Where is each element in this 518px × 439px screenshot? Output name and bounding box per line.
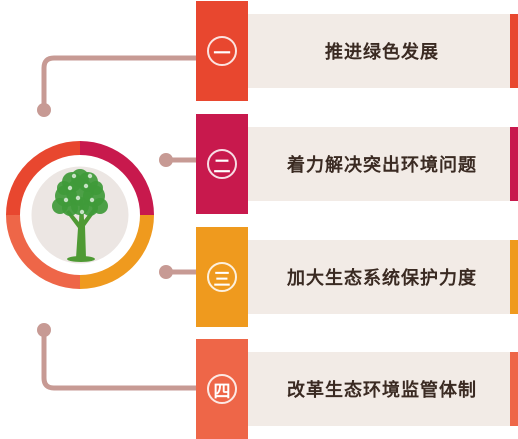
step-item: 三 加大生态系统保护力度 <box>196 227 518 327</box>
step-number-tab: 三 <box>196 227 248 327</box>
ring-segment <box>6 141 81 216</box>
connector-dot <box>159 153 173 167</box>
tree-highlight <box>67 185 73 191</box>
step-label: 加大生态系统保护力度 <box>287 268 477 289</box>
connector-dot <box>37 103 51 117</box>
ring-segment <box>6 214 81 289</box>
tree-highlight <box>79 209 85 215</box>
step-item: 二 着力解决突出环境问题 <box>196 114 518 214</box>
tree-foliage <box>89 181 103 195</box>
step-number: 二 <box>207 149 237 179</box>
step-label: 着力解决突出环境问题 <box>287 155 477 176</box>
step-panel: 着力解决突出环境问题 <box>248 127 518 201</box>
connector-line <box>41 55 201 113</box>
step-panel: 推进绿色发展 <box>248 14 518 88</box>
ring-segment <box>79 214 154 289</box>
step-number-tab: 一 <box>196 1 248 101</box>
connectors <box>37 55 201 391</box>
tree-highlight <box>89 197 95 203</box>
tree-ground <box>67 256 95 262</box>
step-number: 三 <box>207 262 237 292</box>
tree-foliage <box>71 169 89 187</box>
tree-foliage <box>71 197 89 215</box>
tree-foliage <box>57 181 71 195</box>
tree-highlight <box>87 173 93 179</box>
step-panel: 改革生态环境监管体制 <box>248 352 518 426</box>
tree-highlight <box>83 183 89 189</box>
step-number-tab: 四 <box>196 339 248 439</box>
connector-dot <box>37 323 51 337</box>
step-number: 四 <box>207 374 237 404</box>
step-panel: 加大生态系统保护力度 <box>248 240 518 314</box>
step-label: 改革生态环境监管体制 <box>287 380 477 401</box>
connector-dot <box>159 265 173 279</box>
tree-icon <box>52 169 108 262</box>
tree-highlight <box>63 197 69 203</box>
step-number: 一 <box>207 36 237 66</box>
tree-highlight <box>75 195 81 201</box>
connector-line <box>41 327 201 391</box>
tree-highlight <box>71 173 77 179</box>
step-item: 一 推进绿色发展 <box>196 1 518 101</box>
step-label: 推进绿色发展 <box>325 42 439 63</box>
step-item: 四 改革生态环境监管体制 <box>196 339 518 439</box>
step-number-tab: 二 <box>196 114 248 214</box>
ring-segment <box>79 141 154 216</box>
